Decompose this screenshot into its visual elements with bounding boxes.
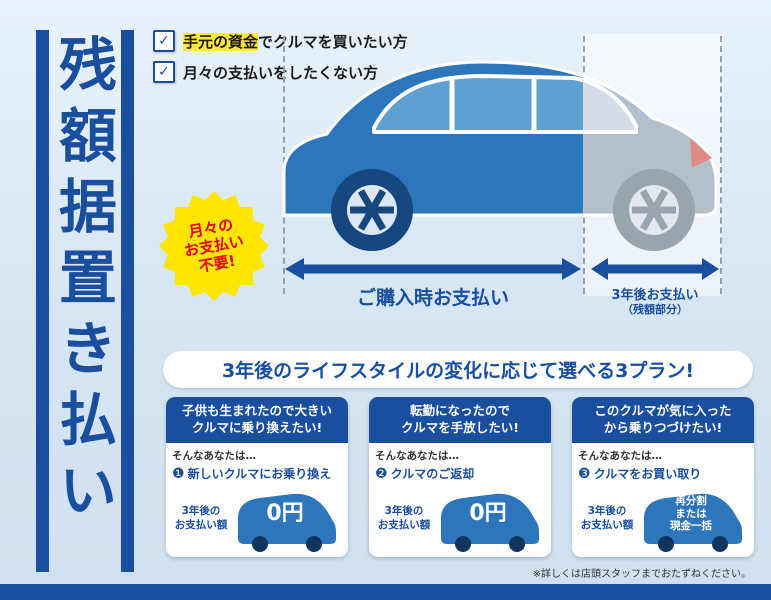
checklist-item: ✓ 手元の資金でクルマを買いたい方 — [153, 30, 408, 52]
number-2-icon: ❷ — [375, 465, 388, 482]
checklist-item: ✓ 月々の支払いをしたくない方 — [153, 61, 378, 83]
plans-banner: 3年後のライフスタイルの変化に応じて選べる3プラン! — [163, 351, 753, 388]
checkbox-icon: ✓ — [153, 30, 175, 52]
page-title: 残額据置き払い — [49, 34, 117, 531]
mini-car-icon: 0円 — [232, 486, 338, 552]
dashed-guide-rear — [720, 36, 722, 294]
purchase-arrow — [285, 258, 581, 280]
price-label: 3年後の お支払い額 — [174, 505, 228, 531]
plan-lead: そんなあなたは… — [172, 450, 256, 462]
residual-sublabel: （残額部分） — [622, 303, 688, 316]
purchase-label: ご購入時お支払い — [356, 287, 509, 309]
plan-header: 転勤になったので クルマを手放したい! — [369, 397, 551, 443]
plan-price: 0円 — [266, 500, 304, 526]
left-divider-bar — [36, 30, 49, 572]
checklist-text: 月々の支払いをしたくない方 — [183, 62, 378, 83]
plan-card-3: このクルマが気に入った から乗りつづけたい! そんなあなたは… ❸ クルマをお買… — [572, 397, 754, 557]
price-label: 3年後の お支払い額 — [377, 505, 431, 531]
footnote: ※詳しくは店頭スタッフまでおたずねください。 — [532, 569, 751, 580]
bottom-bar — [0, 584, 771, 600]
price-row: 3年後の お支払い額 再分割 または 現金一括 — [578, 486, 748, 552]
price-row: 3年後の お支払い額 0円 — [375, 486, 545, 552]
car-illustration — [282, 60, 718, 251]
plan-body: そんなあなたは… ❶ 新しいクルマにお乗り換え 3年後の お支払い額 0円 — [166, 443, 348, 558]
plain-text: でクルマを買いたい方 — [258, 32, 408, 51]
plan-price: 0円 — [469, 500, 507, 526]
monthly-payment-badge: 月々の お支払い 不要! — [158, 190, 270, 302]
mini-car-icon: 0円 — [435, 486, 541, 552]
badge-text: 月々の お支払い 不要! — [182, 215, 246, 276]
plan-card-1: 子供も生まれたので大きい クルマに乗り換えたい! そんなあなたは… ❶ 新しいク… — [166, 397, 348, 557]
plain-text: 月々の支払いをしたくない方 — [183, 63, 379, 82]
price-row: 3年後の お支払い額 0円 — [172, 486, 342, 552]
plan-header: 子供も生まれたので大きい クルマに乗り換えたい! — [166, 397, 348, 443]
plan-card-2: 転勤になったので クルマを手放したい! そんなあなたは… ❷ クルマのご返却 3… — [369, 397, 551, 557]
plan-body: そんなあなたは… ❸ クルマをお買い取り 3年後の お支払い額 再分割 または … — [572, 443, 754, 558]
plan-action-text: 新しいクルマにお乗り換え — [187, 467, 332, 481]
plan-action-text: クルマのご返却 — [390, 467, 475, 481]
plan-action: ❸ クルマをお買い取り — [578, 465, 748, 482]
number-1-icon: ❶ — [172, 465, 185, 482]
residual-label: 3年後お支払い — [611, 288, 699, 303]
plan-body: そんなあなたは… ❷ クルマのご返却 3年後の お支払い額 0円 — [369, 443, 551, 558]
car-paid-part — [282, 60, 583, 251]
mini-car-icon: 再分割 または 現金一括 — [638, 486, 744, 552]
highlighted-text: 手元の資金 — [183, 32, 259, 51]
checkbox-icon: ✓ — [153, 61, 175, 83]
plan-price: 再分割 または 現金一括 — [670, 495, 712, 533]
plan-lead: そんなあなたは… — [375, 450, 459, 462]
plan-action-text: クルマをお買い取り — [593, 467, 702, 481]
plan-header: このクルマが気に入った から乗りつづけたい! — [572, 397, 754, 443]
price-label: 3年後の お支払い額 — [580, 505, 634, 531]
right-divider-bar — [121, 30, 134, 572]
plan-action: ❷ クルマのご返却 — [375, 465, 545, 482]
plan-action: ❶ 新しいクルマにお乗り換え — [172, 465, 342, 482]
number-3-icon: ❸ — [578, 465, 591, 482]
plan-lead: そんなあなたは… — [578, 450, 662, 462]
checklist-text: 手元の資金でクルマを買いたい方 — [183, 31, 408, 52]
residual-arrow — [591, 258, 719, 280]
